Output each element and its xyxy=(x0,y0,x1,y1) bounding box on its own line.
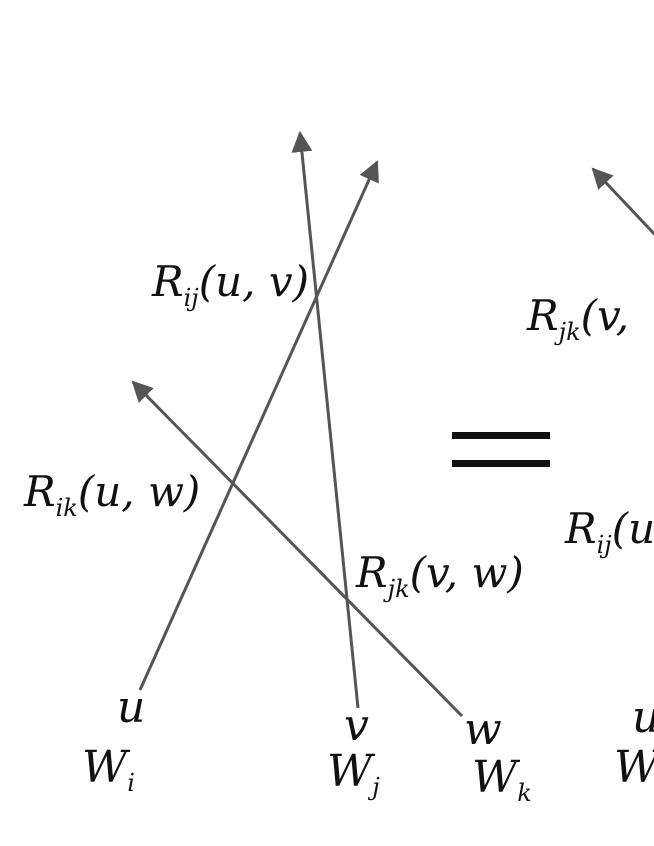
space-wi: Wi xyxy=(82,742,135,797)
line-right-partial xyxy=(591,167,654,236)
param-u: u xyxy=(117,682,145,733)
label-r-ij-right: Rij(u xyxy=(564,504,654,559)
line-u xyxy=(138,160,379,691)
param-v: v xyxy=(344,700,369,751)
param-w: w xyxy=(464,704,502,755)
line-w xyxy=(131,380,464,718)
param-u-right: u xyxy=(632,692,654,743)
label-r-jk-right: Rjk(v, xyxy=(526,291,629,346)
label-r-ij-left: Rij(u, v) xyxy=(151,257,309,312)
equals-sign xyxy=(452,432,550,467)
space-w-right: W xyxy=(614,742,654,793)
label-r-ik-left: Rik(u, w) xyxy=(23,467,200,522)
space-wj: Wj xyxy=(327,746,380,801)
line-v xyxy=(291,130,360,709)
space-wk: Wk xyxy=(472,752,532,807)
label-r-jk-left: Rjk(v, w) xyxy=(355,548,524,603)
